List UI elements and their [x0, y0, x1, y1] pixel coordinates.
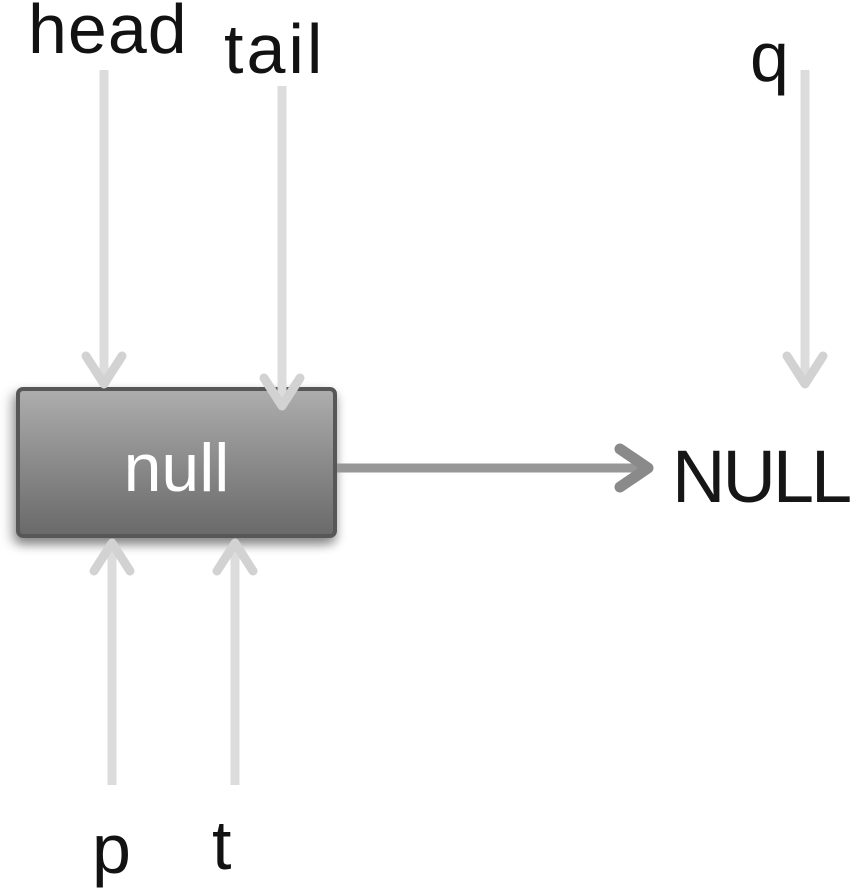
tail-arrow-down-icon: [259, 86, 305, 411]
q-pointer-label: q: [750, 18, 789, 96]
list-node-box: null: [16, 387, 337, 538]
q-arrow-down-icon: [782, 70, 828, 389]
null-target-label: NULL: [672, 435, 851, 518]
t-pointer-label: t: [212, 806, 232, 884]
t-arrow-up-icon: [212, 538, 258, 785]
node-value-label: null: [123, 429, 230, 506]
head-arrow-down-icon: [81, 70, 127, 389]
p-pointer-label: p: [92, 810, 131, 888]
head-pointer-label: head: [28, 0, 188, 68]
tail-pointer-label: tail: [224, 10, 326, 88]
next-arrow-right-icon: [337, 443, 654, 493]
p-arrow-up-icon: [89, 538, 135, 785]
